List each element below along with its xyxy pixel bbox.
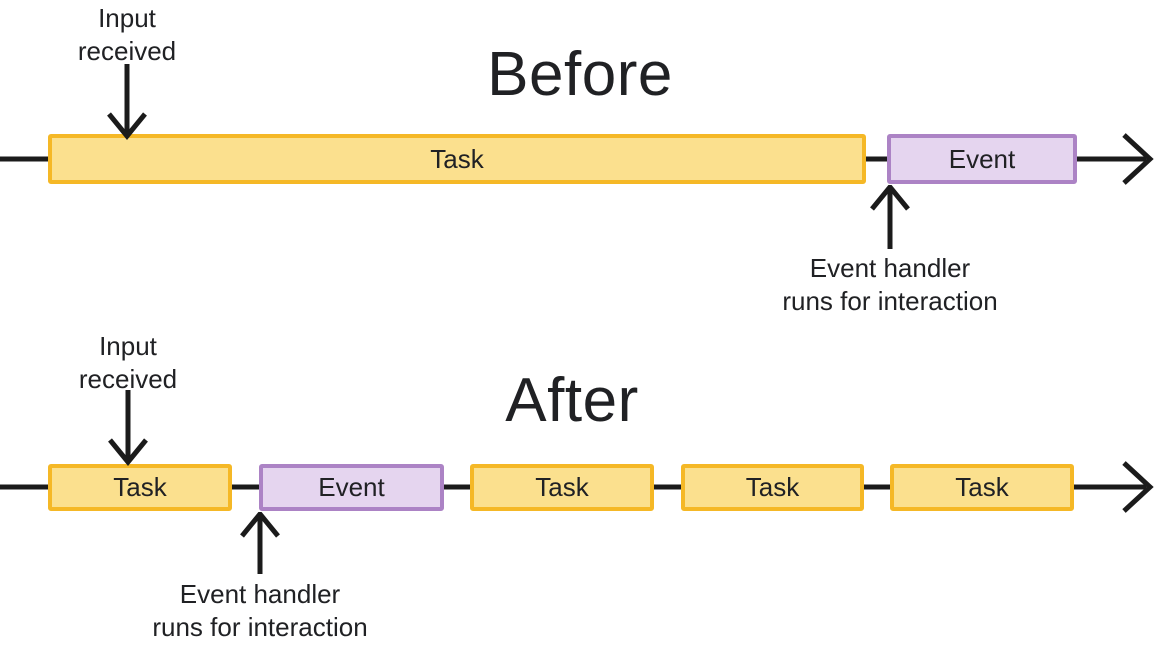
after-task-bar-3-label: Task (745, 472, 800, 502)
after-input-received-label: Input received (78, 331, 178, 394)
before-task-bar: Task (48, 134, 866, 184)
before-input-down-arrow-icon (107, 64, 147, 140)
before-timeline-arrowhead-icon (1122, 133, 1154, 185)
after-timeline-arrowhead-icon (1122, 461, 1154, 513)
after-task-bar-4: Task (890, 464, 1074, 511)
after-task-bar-1-label: Task (113, 472, 167, 502)
after-task-bar-1: Task (48, 464, 232, 511)
after-input-down-arrow-icon (108, 390, 148, 466)
after-task-bar-2: Task (470, 464, 654, 511)
before-title: Before (487, 40, 673, 109)
before-task-bar-label: Task (430, 143, 484, 174)
after-event-bar: Event (259, 464, 444, 511)
before-input-received-label: Input received (77, 3, 177, 66)
before-event-bar-label: Event (948, 143, 1016, 174)
after-event-handler-label: Event handler runs for interaction (152, 579, 368, 642)
after-task-bar-4-label: Task (955, 472, 1009, 502)
after-event-bar-label: Event (318, 472, 385, 502)
before-handler-up-arrow-icon (870, 185, 910, 249)
after-handler-up-arrow-icon (240, 512, 280, 574)
after-title: After (505, 366, 639, 435)
before-event-handler-label: Event handler runs for interaction (782, 253, 998, 316)
after-task-bar-3: Task (681, 464, 864, 511)
after-task-bar-2-label: Task (535, 472, 589, 502)
before-event-bar: Event (887, 134, 1077, 184)
